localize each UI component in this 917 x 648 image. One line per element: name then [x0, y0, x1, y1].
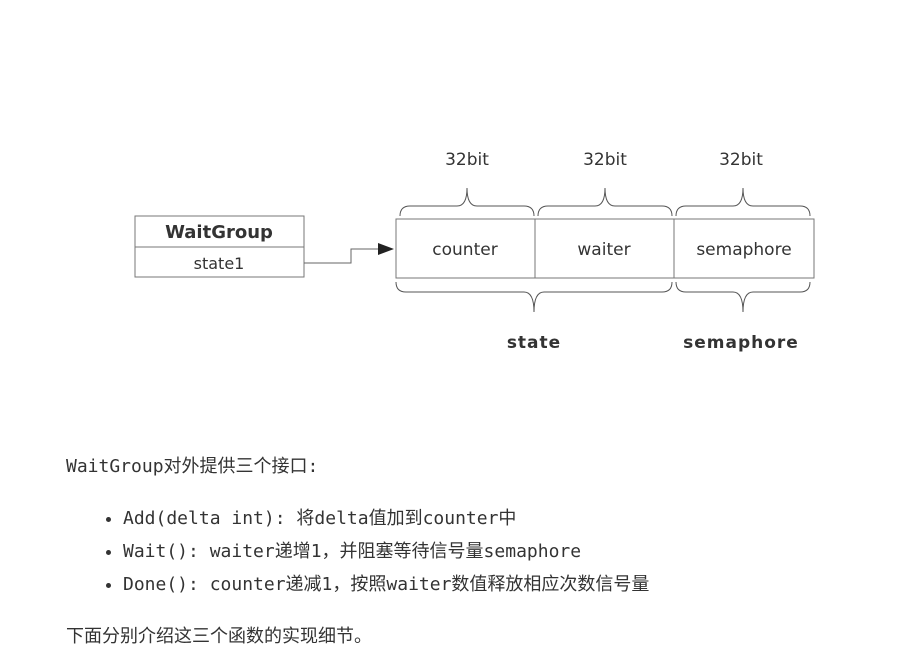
group-label-state: state — [507, 333, 561, 353]
group-label-semaphore: semaphore — [683, 333, 799, 353]
bit-width-label-counter: 32bit — [445, 150, 489, 170]
cell-waiter — [534, 218, 675, 279]
api-item-done: Done(): counter递减1，按照waiter数值释放相应次数信号量 — [123, 572, 649, 605]
connector-arrowhead — [378, 243, 394, 255]
struct-field: state1 — [194, 254, 245, 273]
api-item-add: Add(delta int): 将delta值加到counter中 — [123, 506, 649, 539]
cell-semaphore — [673, 218, 815, 279]
brace-bottom-state — [395, 281, 673, 313]
struct-name: WaitGroup — [165, 222, 273, 243]
cell-semaphore-label: semaphore — [696, 240, 791, 260]
api-item-wait: Wait(): waiter递增1，并阻塞等待信号量semaphore — [123, 539, 649, 572]
outro-paragraph: 下面分别介绍这三个函数的实现细节。 — [66, 626, 372, 647]
api-list: Add(delta int): 将delta值加到counter中 Wait()… — [96, 506, 649, 605]
connector-line — [304, 248, 380, 264]
brace-top-waiter — [537, 187, 673, 217]
cell-counter — [395, 218, 536, 279]
cell-counter-label: counter — [432, 240, 497, 260]
brace-bottom-semaphore — [675, 281, 811, 313]
intro-paragraph: WaitGroup对外提供三个接口: — [66, 456, 319, 477]
brace-top-semaphore — [675, 187, 811, 217]
waitgroup-state-diagram: 32bit 32bit 32bit WaitGroup state1 count… — [134, 150, 815, 353]
bit-width-label-waiter: 32bit — [583, 150, 627, 170]
cell-waiter-label: waiter — [577, 240, 630, 260]
bit-width-label-semaphore: 32bit — [719, 150, 763, 170]
brace-top-counter — [399, 187, 535, 217]
